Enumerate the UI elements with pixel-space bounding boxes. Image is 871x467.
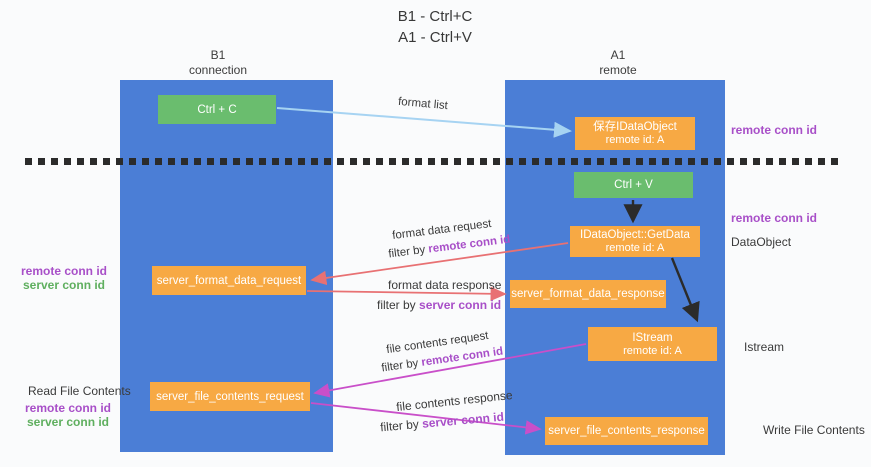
ctrl-c-box: Ctrl + C bbox=[158, 95, 276, 124]
lane-a1-name: A1 bbox=[610, 48, 626, 62]
server-conn-id-key: server conn id bbox=[419, 298, 502, 312]
lane-b1-role: connection bbox=[188, 63, 248, 77]
filter-by-text: filter by bbox=[377, 298, 420, 312]
title-line-b1: B1 - Ctrl+C bbox=[397, 8, 473, 25]
istream-box: IStream remote id: A bbox=[588, 327, 717, 361]
server-conn-id-label: server conn id bbox=[22, 278, 106, 292]
read-file-contents-annotation: Read File Contents bbox=[28, 384, 131, 398]
server-file-contents-request-box: server_file_contents_request bbox=[150, 382, 310, 411]
left-format-conn-id-annotation: remote conn id server conn id bbox=[18, 264, 110, 292]
getdata-remote-id: remote id: A bbox=[605, 242, 665, 254]
remote-conn-id-label: remote conn id bbox=[20, 264, 107, 278]
filter-by-text: filter by bbox=[379, 416, 423, 435]
istream-annotation: Istream bbox=[744, 340, 785, 354]
idataobject-getdata-box: IDataObject::GetData remote id: A bbox=[570, 226, 700, 257]
server-file-contents-response-box: server_file_contents_response bbox=[545, 417, 708, 445]
left-file-conn-id-annotation: remote conn id server conn id bbox=[22, 401, 114, 429]
title-line-a1: A1 - Ctrl+V bbox=[398, 29, 472, 46]
getdata-title: IDataObject::GetData bbox=[580, 229, 690, 241]
remote-conn-id-key: remote conn id bbox=[427, 233, 511, 256]
remote-conn-id-label: remote conn id bbox=[24, 401, 111, 415]
format-data-response-label: format data response bbox=[388, 278, 502, 292]
server-format-data-response-box: server_format_data_response bbox=[510, 280, 666, 308]
lane-b1-name: B1 bbox=[210, 48, 226, 62]
server-conn-id-key: server conn id bbox=[421, 409, 505, 431]
lane-a1-role: remote bbox=[599, 63, 637, 77]
filter-by-text: filter by bbox=[387, 243, 430, 261]
remote-conn-id-annotation-mid: remote conn id bbox=[731, 211, 818, 225]
server-format-data-request-box: server_format_data_request bbox=[152, 266, 306, 295]
store-dataobject-title: 保存IDataObject bbox=[593, 121, 677, 133]
format-data-response-filter-label: filter by server conn id bbox=[377, 298, 501, 312]
server-conn-id-label: server conn id bbox=[26, 415, 110, 429]
lane-header-a1: A1 remote bbox=[548, 48, 688, 78]
remote-conn-id-annotation-top: remote conn id bbox=[731, 123, 818, 137]
session-divider-dashed-line bbox=[25, 158, 838, 165]
filter-by-text: filter by bbox=[380, 356, 423, 375]
store-dataobject-box: 保存IDataObject remote id: A bbox=[575, 117, 695, 150]
write-file-contents-annotation: Write File Contents bbox=[763, 423, 865, 437]
lane-header-b1: B1 connection bbox=[148, 48, 288, 78]
diagram-title: B1 - Ctrl+C A1 - Ctrl+V bbox=[340, 6, 530, 48]
format-list-label: format list bbox=[397, 95, 449, 113]
istream-title: IStream bbox=[632, 331, 673, 344]
dataobject-annotation: DataObject bbox=[731, 235, 792, 249]
istream-remote-id: remote id: A bbox=[623, 344, 682, 357]
ctrl-v-box: Ctrl + V bbox=[574, 172, 693, 198]
store-dataobject-remote-id: remote id: A bbox=[605, 134, 665, 146]
